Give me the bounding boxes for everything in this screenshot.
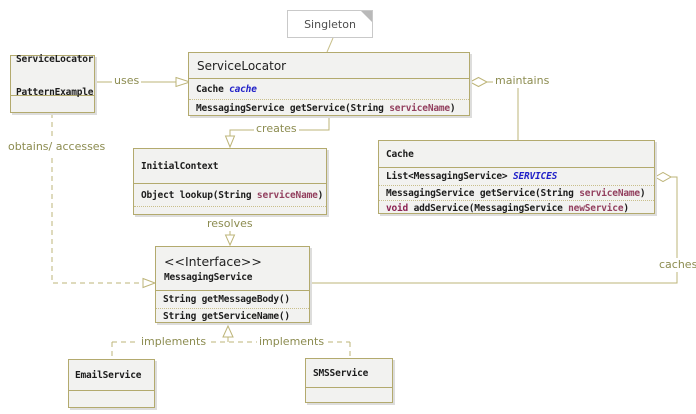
attribute-row: List<MessagingService> SERVICES: [379, 168, 654, 185]
interface-title: MessagingService: [164, 272, 253, 283]
obtains-arrowhead-icon: [142, 277, 157, 289]
method-close: ): [639, 187, 646, 199]
caches-aggregation-diamond-icon: [653, 171, 673, 183]
class-title: ServiceLocator PatternExample: [16, 32, 93, 120]
maintains-connector-line: [487, 81, 519, 140]
resolves-arrowhead-icon: [224, 234, 236, 247]
method-keyword: void: [386, 202, 409, 214]
class-title-line1: ServiceLocator: [16, 53, 94, 65]
implements-label-right: implements: [257, 335, 327, 349]
method-row: MessagingService getService(String servi…: [379, 185, 654, 200]
resolves-label: resolves: [205, 217, 255, 231]
uses-label: uses: [112, 74, 142, 88]
method-row: String getServiceName(): [156, 308, 309, 324]
method-close: ): [623, 202, 629, 214]
attribute-name: cache: [229, 83, 257, 95]
method-row: Object lookup(String serviceName): [134, 184, 326, 206]
class-smsservice: SMSService: [305, 358, 393, 403]
method-param: serviceName: [389, 102, 450, 114]
creates-arrowhead-icon: [224, 135, 236, 149]
implements-label-left: implements: [139, 335, 209, 349]
attribute-type: List<MessagingService>: [386, 171, 513, 182]
method-close: ): [317, 189, 324, 201]
method-param: newService: [568, 202, 624, 214]
attribute-row: Cache cache: [189, 79, 469, 99]
class-initialcontext: InitialContext Object lookup(String serv…: [133, 148, 327, 215]
empty-members-section: [306, 388, 392, 402]
attribute-name: SERVICES: [512, 171, 558, 182]
singleton-note: Singleton: [287, 10, 373, 38]
class-emailservice: EmailService: [68, 359, 155, 408]
singleton-note-connector: [326, 37, 334, 53]
method-signature: Object lookup(String: [141, 189, 257, 201]
interface-stereotype: <<Interface>>: [164, 254, 262, 269]
class-servicelocatorpatternexample: ServiceLocator PatternExample: [10, 54, 95, 113]
method-signature: MessagingService getService(String: [196, 102, 390, 114]
method-row: void addService(MessagingService newServ…: [379, 200, 654, 215]
class-servicelocator: ServiceLocator Cache cache MessagingServ…: [188, 52, 470, 116]
empty-members-section: [69, 391, 154, 407]
singleton-note-label: Singleton: [304, 17, 356, 31]
class-title: Cache: [379, 141, 654, 168]
caches-label: caches: [657, 258, 696, 272]
method-close: ): [449, 102, 456, 114]
attribute-type: Cache: [196, 83, 230, 95]
class-cache: Cache List<MessagingService> SERVICES Me…: [378, 140, 655, 214]
creates-label: creates: [254, 122, 299, 136]
class-title: SMSService: [306, 359, 392, 388]
empty-members-section: [134, 206, 326, 214]
maintains-label: maintains: [493, 74, 552, 88]
obtains-accesses-label: obtains/ accesses: [6, 140, 108, 154]
method-param: serviceName: [256, 189, 318, 201]
class-title-line2: PatternExample: [16, 86, 94, 98]
method-signature: addService(MessagingService: [408, 202, 569, 214]
class-title: ServiceLocator: [189, 53, 469, 79]
method-signature: MessagingService getService(String: [386, 187, 580, 199]
method-row: String getMessageBody(): [163, 294, 290, 305]
interface-messagingservice: <<Interface>> MessagingService String ge…: [155, 246, 310, 323]
class-title: EmailService: [69, 360, 154, 391]
method-row: MessagingService getService(String servi…: [189, 99, 469, 116]
obtains-connector-line: [51, 113, 143, 284]
note-folded-corner-icon: [361, 11, 372, 22]
implements-arrowhead-icon: [222, 324, 234, 338]
method-param: serviceName: [579, 187, 640, 199]
maintains-aggregation-diamond-icon: [468, 76, 489, 88]
class-title: InitialContext: [134, 149, 326, 184]
